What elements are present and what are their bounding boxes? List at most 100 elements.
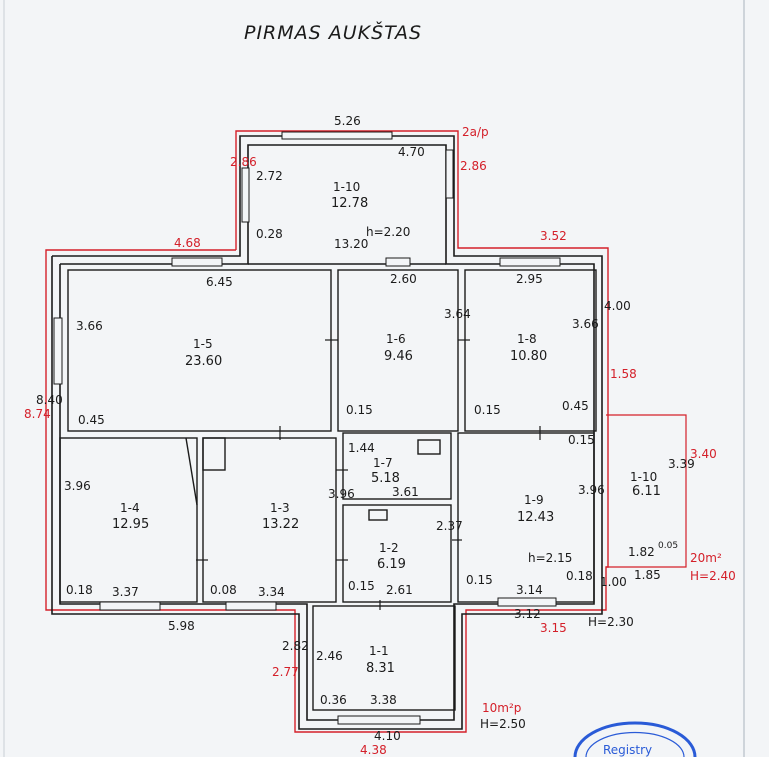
room-area: 9.46: [384, 349, 413, 364]
dim-label: 4.68: [174, 236, 201, 250]
dim-label: 4.10: [374, 729, 401, 743]
dim-label: 1.85: [634, 568, 661, 582]
dim-label: 3.37: [112, 585, 139, 599]
room-area: 12.78: [331, 196, 368, 211]
room-id: 1-8: [517, 332, 537, 346]
dim-label: 1.00: [600, 575, 627, 589]
room-id: 1-10: [630, 470, 657, 484]
dim-label: H=2.30: [588, 615, 634, 629]
room-id: 1-4: [120, 501, 140, 515]
dim-label: H=2.40: [690, 569, 736, 583]
stamp-text: Registry: [603, 743, 652, 757]
dim-label: 1.58: [610, 367, 637, 381]
room-area: 10.80: [510, 349, 547, 364]
dimension-labels: 5.26 4.70 2a/p 2.86 2.72 2.86 0.28 h=2.2…: [24, 114, 736, 757]
dim-label: h=2.20: [366, 225, 410, 239]
room-id: 1-5: [193, 337, 213, 351]
dim-label: 0.45: [78, 413, 105, 427]
outer-walls: [51, 135, 603, 730]
room-area: 6.11: [632, 484, 661, 499]
dim-label: 1.44: [348, 441, 375, 455]
dim-label: 3.14: [516, 583, 543, 597]
dim-label: 0.28: [256, 227, 283, 241]
dim-label: H=2.50: [480, 717, 526, 731]
dim-label: 8.40: [36, 393, 63, 407]
dim-label: 3.40: [690, 447, 717, 461]
dim-label: 13.20: [334, 237, 368, 251]
dim-label: 3.64: [444, 307, 471, 321]
dim-label: 20m²: [690, 551, 722, 565]
dim-label: 2.86: [230, 155, 257, 169]
dim-label: 2.82: [282, 639, 309, 653]
dim-label: 10m²p: [482, 701, 521, 715]
dim-label: 2.61: [386, 583, 413, 597]
room-id: 1-3: [270, 501, 290, 515]
room-1-4: 1-4 12.95: [112, 501, 149, 532]
dim-label: 0.15: [348, 579, 375, 593]
dim-label: 3.66: [76, 319, 103, 333]
dim-label: h=2.15: [528, 551, 572, 565]
room-id: 1-2: [379, 541, 399, 555]
dim-label: 3.39: [668, 457, 695, 471]
room-id: 1-10: [333, 180, 360, 194]
dim-label: 3.96: [328, 487, 355, 501]
dim-label: 1.82: [628, 545, 655, 559]
room-1-2: 1-2 6.19: [377, 541, 406, 572]
dim-label: 0.36: [320, 693, 347, 707]
dim-label: 4.00: [604, 299, 631, 313]
dim-label: 2a/p: [462, 125, 489, 139]
dim-label: 2.60: [390, 272, 417, 286]
dim-label: 3.12: [514, 607, 541, 621]
dim-label: 2.72: [256, 169, 283, 183]
room-1-3: 1-3 13.22: [262, 501, 299, 532]
room-1-1: 1-1 8.31: [366, 644, 395, 676]
dim-label: 0.15: [474, 403, 501, 417]
room-id: 1-6: [386, 332, 406, 346]
dim-label: 3.96: [578, 483, 605, 497]
room-area: 6.19: [377, 557, 406, 572]
dim-label: 0.05: [658, 541, 678, 551]
room-1-10-terrace: 1-10 6.11: [630, 470, 661, 499]
room-1-8: 1-8 10.80: [510, 332, 547, 364]
plan-title: PIRMAS AUKŠTAS: [244, 20, 422, 44]
room-id: 1-9: [524, 493, 544, 507]
room-labels: 1-1 8.31 1-2 6.19 1-3 13.22 1-4 12.95 1-…: [112, 180, 661, 676]
dim-label: 4.70: [398, 145, 425, 159]
room-area: 13.22: [262, 517, 299, 532]
red-terrace-outline: [606, 414, 687, 568]
room-id: 1-1: [369, 644, 389, 658]
room-area: 12.43: [517, 510, 554, 525]
room-1-5: 1-5 23.60: [185, 337, 222, 369]
dim-label: 0.18: [566, 569, 593, 583]
dim-label: 5.26: [334, 114, 361, 128]
dim-label: 3.66: [572, 317, 599, 331]
room-1-7: 1-7 5.18: [371, 456, 400, 486]
dim-label: 2.37: [436, 519, 463, 533]
door-marks: [196, 339, 541, 610]
room-id: 1-7: [373, 456, 393, 470]
dim-label: 4.38: [360, 743, 387, 757]
room-area: 5.18: [371, 471, 400, 486]
room-1-10-upper: 1-10 12.78: [331, 180, 368, 211]
registry-stamp: Registry: [573, 721, 697, 757]
dim-label: 3.34: [258, 585, 285, 599]
dim-label: 0.08: [210, 583, 237, 597]
room-1-6: 1-6 9.46: [384, 332, 413, 364]
dim-label: 0.15: [346, 403, 373, 417]
dim-label: 3.38: [370, 693, 397, 707]
dim-label: 3.15: [540, 621, 567, 635]
dim-label: 0.45: [562, 399, 589, 413]
dim-label: 2.46: [316, 649, 343, 663]
dim-label: 6.45: [206, 275, 233, 289]
dim-label: 5.98: [168, 619, 195, 633]
room-area: 8.31: [366, 661, 395, 676]
room-area: 12.95: [112, 517, 149, 532]
dim-label: 3.52: [540, 229, 567, 243]
dim-label: 2.95: [516, 272, 543, 286]
dim-label: 0.15: [568, 433, 595, 447]
room-area: 23.60: [185, 354, 222, 369]
room-1-9: 1-9 12.43: [517, 493, 554, 525]
dim-label: 0.15: [466, 573, 493, 587]
